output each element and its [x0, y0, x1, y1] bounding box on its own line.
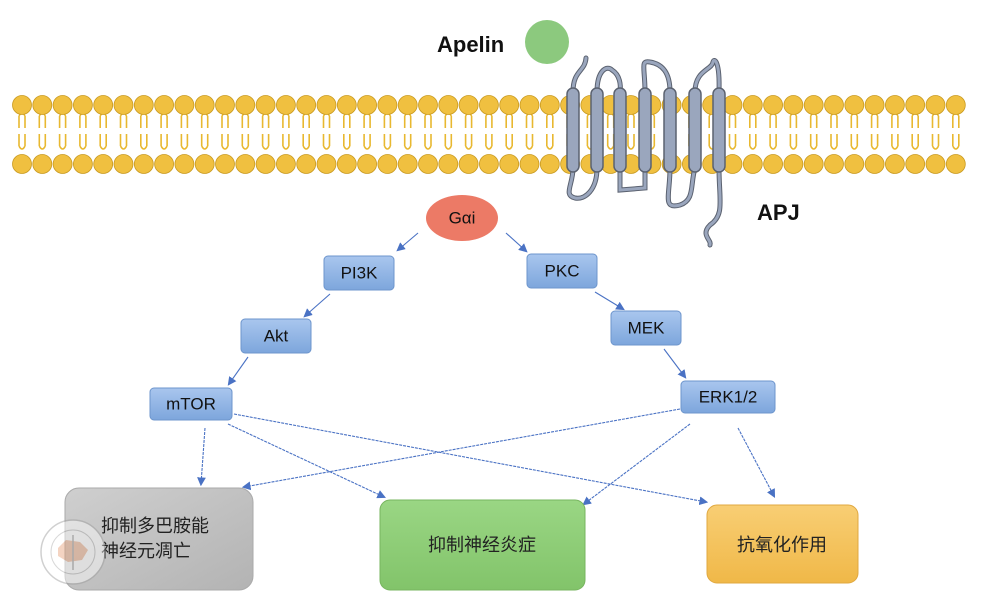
lipid — [357, 95, 378, 174]
arrow-mtor-dopaminergic — [197, 427, 206, 487]
lipid — [336, 95, 357, 174]
mek-label: MEK — [628, 318, 666, 337]
erk-node: ERK1/2 — [680, 380, 776, 414]
outcome-antioxidant-label: 抗氧化作用 — [737, 535, 827, 556]
transmembrane-helix — [712, 87, 726, 173]
lipid — [113, 95, 134, 174]
lipid — [133, 95, 154, 174]
arrow-mek-erk — [663, 348, 687, 379]
outcome-inflammation-label: 抑制神经炎症 — [428, 535, 536, 556]
arrow-mtor-inflammation — [227, 423, 386, 499]
lipid — [32, 95, 53, 174]
arrow-akt-mtor — [227, 356, 249, 386]
arrow-galpha-pkc — [505, 232, 528, 253]
lipid — [864, 95, 885, 174]
transmembrane-helix — [688, 87, 702, 173]
receptor-helices — [566, 87, 726, 173]
arrow-pkc-mek — [594, 291, 625, 311]
lipid — [499, 95, 520, 174]
outcome-dopaminergic-line1: 抑制多巴胺能 — [101, 516, 209, 537]
lipid — [52, 95, 73, 174]
lipid — [93, 95, 114, 174]
lipid — [824, 95, 844, 174]
lipid — [803, 95, 824, 174]
lipid — [783, 95, 804, 174]
arrow-erk-dopaminergic — [241, 408, 681, 491]
cma-watermark-logo — [40, 519, 106, 585]
lipid — [255, 95, 276, 174]
arrow-erk-antioxidant — [737, 427, 776, 498]
apelin-ligand-icon — [525, 20, 569, 64]
lipid — [519, 95, 540, 174]
lipid — [844, 95, 865, 174]
lipid — [377, 95, 398, 174]
akt-node: Akt — [240, 318, 312, 354]
lipid — [438, 95, 459, 174]
lipid — [275, 95, 296, 174]
transmembrane-helix — [613, 87, 627, 173]
apelin-label: Apelin — [437, 32, 504, 57]
outcome-dopaminergic-line2: 神经元凋亡 — [101, 541, 191, 562]
lipid — [763, 95, 783, 174]
lipid — [742, 95, 763, 174]
lipid — [418, 95, 438, 174]
lipid — [215, 95, 235, 174]
mtor-node: mTOR — [149, 387, 233, 421]
transmembrane-helix — [663, 87, 677, 173]
transmembrane-helix — [638, 87, 652, 173]
pkc-node: PKC — [526, 253, 598, 289]
pi3k-node: PI3K — [323, 255, 395, 291]
lipid — [194, 95, 215, 174]
outcome-neuroinflammation-inhibition: 抑制神经炎症 — [379, 499, 586, 591]
lipid — [925, 95, 946, 174]
transmembrane-helix — [590, 87, 604, 173]
arrow-mtor-antioxidant — [233, 413, 709, 506]
pi3k-label: PI3K — [341, 263, 379, 282]
lipid — [296, 95, 317, 174]
transmembrane-helix — [566, 87, 580, 173]
lipid — [73, 95, 93, 174]
mtor-label: mTOR — [166, 394, 216, 413]
lipid — [235, 95, 256, 174]
apj-receptor-inner — [567, 56, 722, 247]
lipid — [722, 95, 743, 174]
arrow-erk-inflammation — [582, 423, 691, 506]
mek-node: MEK — [610, 310, 682, 346]
lipid — [478, 95, 499, 174]
lipid — [905, 95, 926, 174]
lipid-bilayer — [12, 95, 966, 174]
lipid — [397, 95, 418, 174]
lipid — [458, 95, 479, 174]
pkc-label: PKC — [545, 261, 580, 280]
apj-label: APJ — [757, 200, 800, 225]
lipid — [154, 95, 175, 174]
lipid — [174, 95, 195, 174]
arrow-pi3k-akt — [303, 293, 331, 318]
lipid — [945, 95, 966, 174]
lipid — [316, 95, 337, 174]
arrow-galpha-pi3k — [396, 232, 419, 252]
akt-label: Akt — [264, 326, 289, 345]
galpha-i-label: Gαi — [449, 208, 476, 227]
outcome-dopaminergic-neuron-protection: 抑制多巴胺能 神经元凋亡 — [64, 487, 254, 591]
lipid — [12, 95, 32, 174]
lipid — [885, 95, 905, 174]
outcome-antioxidant: 抗氧化作用 — [706, 504, 859, 584]
arrows — [197, 232, 776, 506]
erk-label: ERK1/2 — [699, 387, 758, 406]
lipid — [539, 95, 560, 174]
galpha-i-node — [426, 195, 498, 241]
